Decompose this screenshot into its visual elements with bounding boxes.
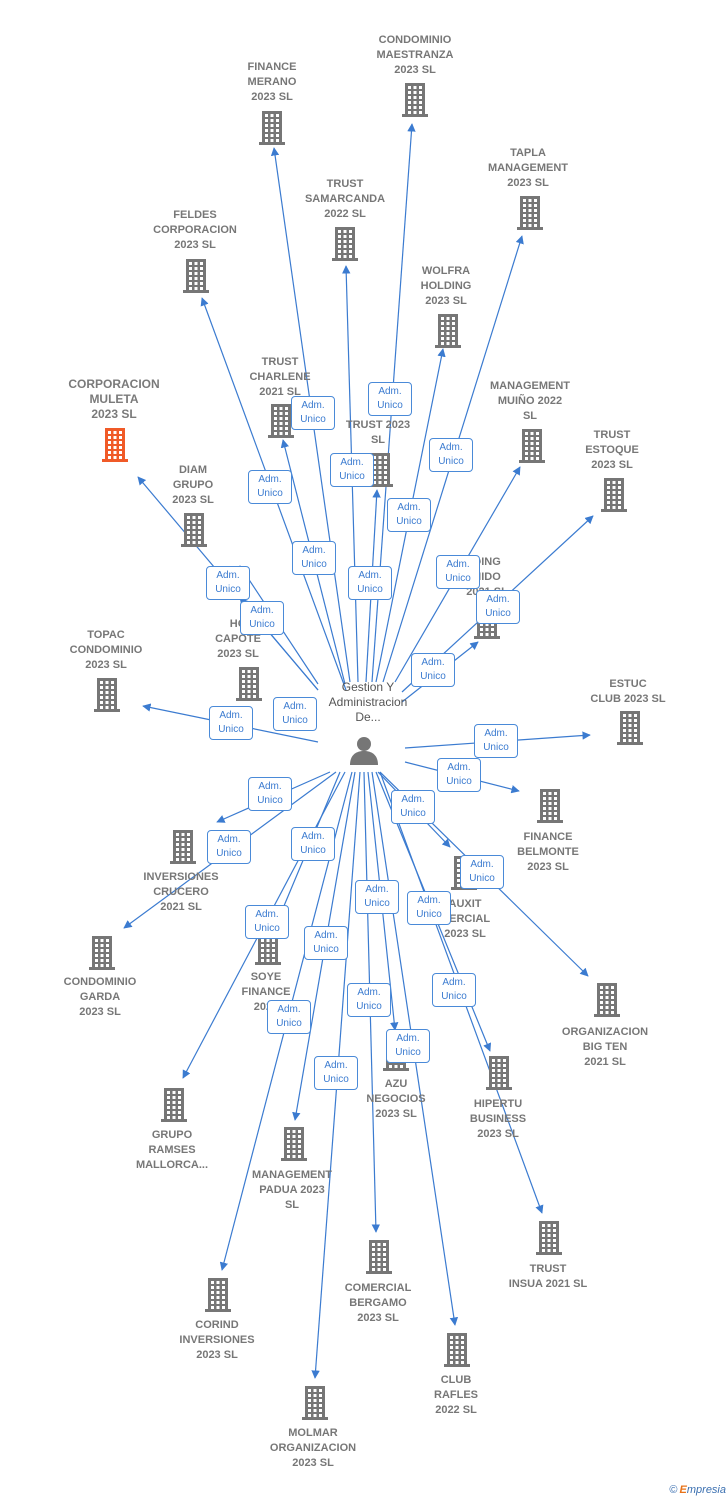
building-icon[interactable] (174, 510, 214, 550)
building-icon[interactable] (229, 664, 269, 704)
role-badge[interactable]: Adm. Unico (207, 830, 251, 864)
company-label[interactable]: FELDES CORPORACION 2023 SL (153, 209, 237, 251)
company-label[interactable]: HIPERTU BUSINESS 2023 SL (469, 1098, 527, 1140)
role-badge[interactable]: Adm. Unico (314, 1056, 358, 1090)
building-icon[interactable] (325, 224, 365, 264)
building-icon[interactable] (529, 1218, 569, 1258)
company-label[interactable]: TRUST INSUA 2021 SL (508, 1263, 588, 1290)
company-label[interactable]: CORPORACION MULETA 2023 SL (68, 377, 160, 421)
role-badge[interactable]: Adm. Unico (291, 827, 335, 861)
building-icon[interactable] (82, 933, 122, 973)
building-icon[interactable] (359, 1237, 399, 1277)
company-label[interactable]: MANAGEMENT MUIÑO 2022 SL (489, 380, 571, 422)
role-badge[interactable]: Adm. Unico (391, 790, 435, 824)
building-icon[interactable] (176, 256, 216, 296)
company-label[interactable]: FINANCE MERANO 2023 SL (247, 61, 297, 103)
building-icon[interactable] (479, 1053, 519, 1093)
role-badge[interactable]: Adm. Unico (209, 706, 253, 740)
role-badge[interactable]: Adm. Unico (460, 855, 504, 889)
role-badge[interactable]: Adm. Unico (292, 541, 336, 575)
building-icon[interactable] (510, 193, 550, 233)
building-icon[interactable] (395, 80, 435, 120)
building-icon[interactable] (360, 450, 400, 490)
role-badge[interactable]: Adm. Unico (436, 555, 480, 589)
center-label: Gestion Y Administracion De... (328, 680, 408, 724)
role-badge[interactable]: Adm. Unico (474, 724, 518, 758)
building-icon[interactable] (512, 426, 552, 466)
company-label[interactable]: AUXIT MERCIAL 2023 SL (439, 898, 491, 940)
role-badge[interactable]: Adm. Unico (291, 396, 335, 430)
building-icon[interactable] (437, 1330, 477, 1370)
role-badge[interactable]: Adm. Unico (348, 566, 392, 600)
company-label[interactable]: MANAGEMENT PADUA 2023 SL (251, 1169, 333, 1211)
person-icon[interactable] (348, 735, 380, 765)
company-label[interactable]: TRUST SAMARCANDA 2022 SL (304, 178, 386, 220)
company-label[interactable]: TAPLA MANAGEMENT 2023 SL (487, 147, 569, 189)
company-label[interactable]: GRUPO RAMSES MALLORCA... (135, 1129, 209, 1171)
company-label[interactable]: TRUST CHARLENE 2021 SL (249, 356, 311, 398)
company-label[interactable]: CORIND INVERSIONES 2023 SL (179, 1319, 255, 1361)
building-icon[interactable] (428, 311, 468, 351)
company-label[interactable]: TOPAC CONDOMINIO 2023 SL (69, 629, 143, 671)
role-badge[interactable]: Adm. Unico (387, 498, 431, 532)
company-label[interactable]: WOLFRA HOLDING 2023 SL (420, 265, 472, 307)
role-badge[interactable]: Adm. Unico (304, 926, 348, 960)
role-badge[interactable]: Adm. Unico (248, 470, 292, 504)
role-badge[interactable]: Adm. Unico (267, 1000, 311, 1034)
role-badge[interactable]: Adm. Unico (437, 758, 481, 792)
company-label[interactable]: ORGANIZACION BIG TEN 2021 SL (561, 1026, 649, 1068)
company-label[interactable]: ESTUC CLUB 2023 SL (590, 678, 666, 705)
company-label[interactable]: AZU NEGOCIOS 2023 SL (366, 1078, 426, 1120)
role-badge[interactable]: Adm. Unico (411, 653, 455, 687)
building-icon[interactable] (587, 980, 627, 1020)
building-icon[interactable] (163, 827, 203, 867)
building-icon[interactable] (594, 475, 634, 515)
role-badge[interactable]: Adm. Unico (240, 601, 284, 635)
company-label[interactable]: CONDOMINIO MAESTRANZA 2023 SL (376, 34, 454, 76)
copyright-symbol: © (669, 1484, 678, 1496)
brand-initial: E (679, 1484, 687, 1496)
brand-name: mpresia (686, 1484, 726, 1496)
role-badge[interactable]: Adm. Unico (206, 566, 250, 600)
building-icon[interactable] (610, 708, 650, 748)
building-icon[interactable] (530, 786, 570, 826)
building-icon[interactable] (295, 1383, 335, 1423)
company-label[interactable]: MOLMAR ORGANIZACION 2023 SL (269, 1427, 357, 1469)
role-badge[interactable]: Adm. Unico (386, 1029, 430, 1063)
building-icon[interactable] (252, 108, 292, 148)
company-label[interactable]: DIAM GRUPO 2023 SL (172, 464, 214, 506)
company-label[interactable]: HO CAPOTE 2023 SL (215, 618, 261, 660)
role-badge[interactable]: Adm. Unico (248, 777, 292, 811)
building-icon[interactable] (261, 401, 301, 441)
credit[interactable]: ©Empresia (669, 1484, 726, 1496)
company-label[interactable]: CONDOMINIO GARDA 2023 SL (63, 976, 137, 1018)
role-badge[interactable]: Adm. Unico (407, 891, 451, 925)
company-label[interactable]: SOYE FINANCE 2023 (241, 971, 291, 1013)
building-icon[interactable] (95, 425, 135, 465)
role-badge[interactable]: Adm. Unico (368, 382, 412, 416)
role-badge[interactable]: Adm. Unico (245, 905, 289, 939)
role-badge[interactable]: Adm. Unico (330, 453, 374, 487)
building-icon[interactable] (274, 1124, 314, 1164)
role-badge[interactable]: Adm. Unico (355, 880, 399, 914)
company-label[interactable]: CLUB RAFLES 2022 SL (434, 1374, 478, 1416)
building-icon[interactable] (154, 1085, 194, 1125)
role-badge[interactable]: Adm. Unico (476, 590, 520, 624)
company-label[interactable]: FINANCE BELMONTE 2023 SL (517, 831, 579, 873)
building-icon[interactable] (198, 1275, 238, 1315)
role-badge[interactable]: Adm. Unico (429, 438, 473, 472)
role-badge[interactable]: Adm. Unico (347, 983, 391, 1017)
company-label[interactable]: INVERSIONES CRUCERO 2021 SL (143, 871, 219, 913)
role-badge[interactable]: Adm. Unico (273, 697, 317, 731)
company-label[interactable]: TRUST ESTOQUE 2023 SL (585, 429, 639, 471)
role-badge[interactable]: Adm. Unico (432, 973, 476, 1007)
company-label[interactable]: COMERCIAL BERGAMO 2023 SL (344, 1282, 412, 1324)
building-icon[interactable] (87, 675, 127, 715)
